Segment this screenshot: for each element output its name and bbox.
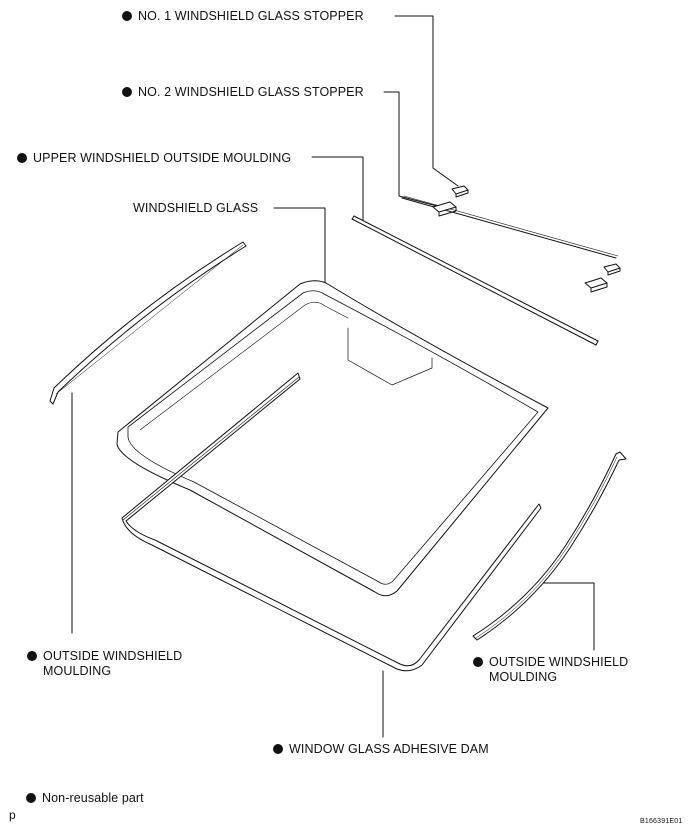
leader-outside-moulding-right — [537, 582, 595, 651]
windshield-glass-part — [116, 280, 549, 597]
legend-text: Non-reusable part — [42, 791, 144, 805]
label-outside-moulding-left-line2: MOULDING — [43, 664, 112, 678]
label-stopper1-text: NO. 1 WINDSHIELD GLASS STOPPER — [138, 9, 364, 23]
label-glass-text: WINDSHIELD GLASS — [133, 201, 259, 215]
leader-glass — [273, 207, 326, 291]
stopper-no1-a — [451, 185, 469, 198]
stopper-strip — [401, 185, 621, 293]
leader-stopper1 — [394, 15, 459, 187]
label-outside-moulding-left: OUTSIDE WINDSHIELD MOULDING — [27, 649, 182, 679]
figure-code: B166391E01 — [640, 818, 683, 825]
non-reusable-bullet-icon — [26, 793, 36, 803]
label-outside-moulding-right: OUTSIDE WINDSHIELD MOULDING — [473, 655, 628, 685]
non-reusable-bullet-icon — [473, 657, 483, 667]
non-reusable-bullet-icon — [17, 153, 27, 163]
outside-moulding-left-part — [49, 241, 247, 405]
non-reusable-bullet-icon — [122, 11, 132, 21]
leader-upper-moulding — [311, 156, 364, 221]
label-upper-moulding: UPPER WINDSHIELD OUTSIDE MOULDING — [17, 151, 291, 166]
leader-stopper2 — [383, 91, 438, 207]
label-outside-moulding-right-line1: OUTSIDE WINDSHIELD — [489, 655, 629, 669]
stopper-no2-b — [584, 277, 608, 293]
adhesive-dam-part — [121, 372, 542, 672]
legend-non-reusable: Non-reusable part — [26, 791, 144, 806]
label-outside-moulding-left-line1: OUTSIDE WINDSHIELD — [43, 649, 183, 663]
label-upper-moulding-text: UPPER WINDSHIELD OUTSIDE MOULDING — [33, 151, 292, 165]
label-stopper2: NO. 2 WINDSHIELD GLASS STOPPER — [122, 85, 364, 100]
page-mark: p — [9, 808, 16, 822]
label-adhesive-dam-text: WINDOW GLASS ADHESIVE DAM — [289, 742, 489, 756]
label-adhesive-dam: WINDOW GLASS ADHESIVE DAM — [273, 742, 489, 757]
stopper-no1-b — [603, 263, 621, 276]
outside-moulding-right-part — [472, 451, 627, 641]
label-glass: WINDSHIELD GLASS — [133, 201, 258, 216]
leader-lines — [71, 15, 595, 738]
label-stopper2-text: NO. 2 WINDSHIELD GLASS STOPPER — [138, 85, 364, 99]
non-reusable-bullet-icon — [122, 87, 132, 97]
non-reusable-bullet-icon — [27, 651, 37, 661]
upper-moulding-part — [351, 215, 599, 346]
stopper-no2-a — [432, 201, 457, 217]
label-outside-moulding-right-line2: MOULDING — [489, 670, 558, 684]
non-reusable-bullet-icon — [273, 744, 283, 754]
label-stopper1: NO. 1 WINDSHIELD GLASS STOPPER — [122, 9, 364, 24]
